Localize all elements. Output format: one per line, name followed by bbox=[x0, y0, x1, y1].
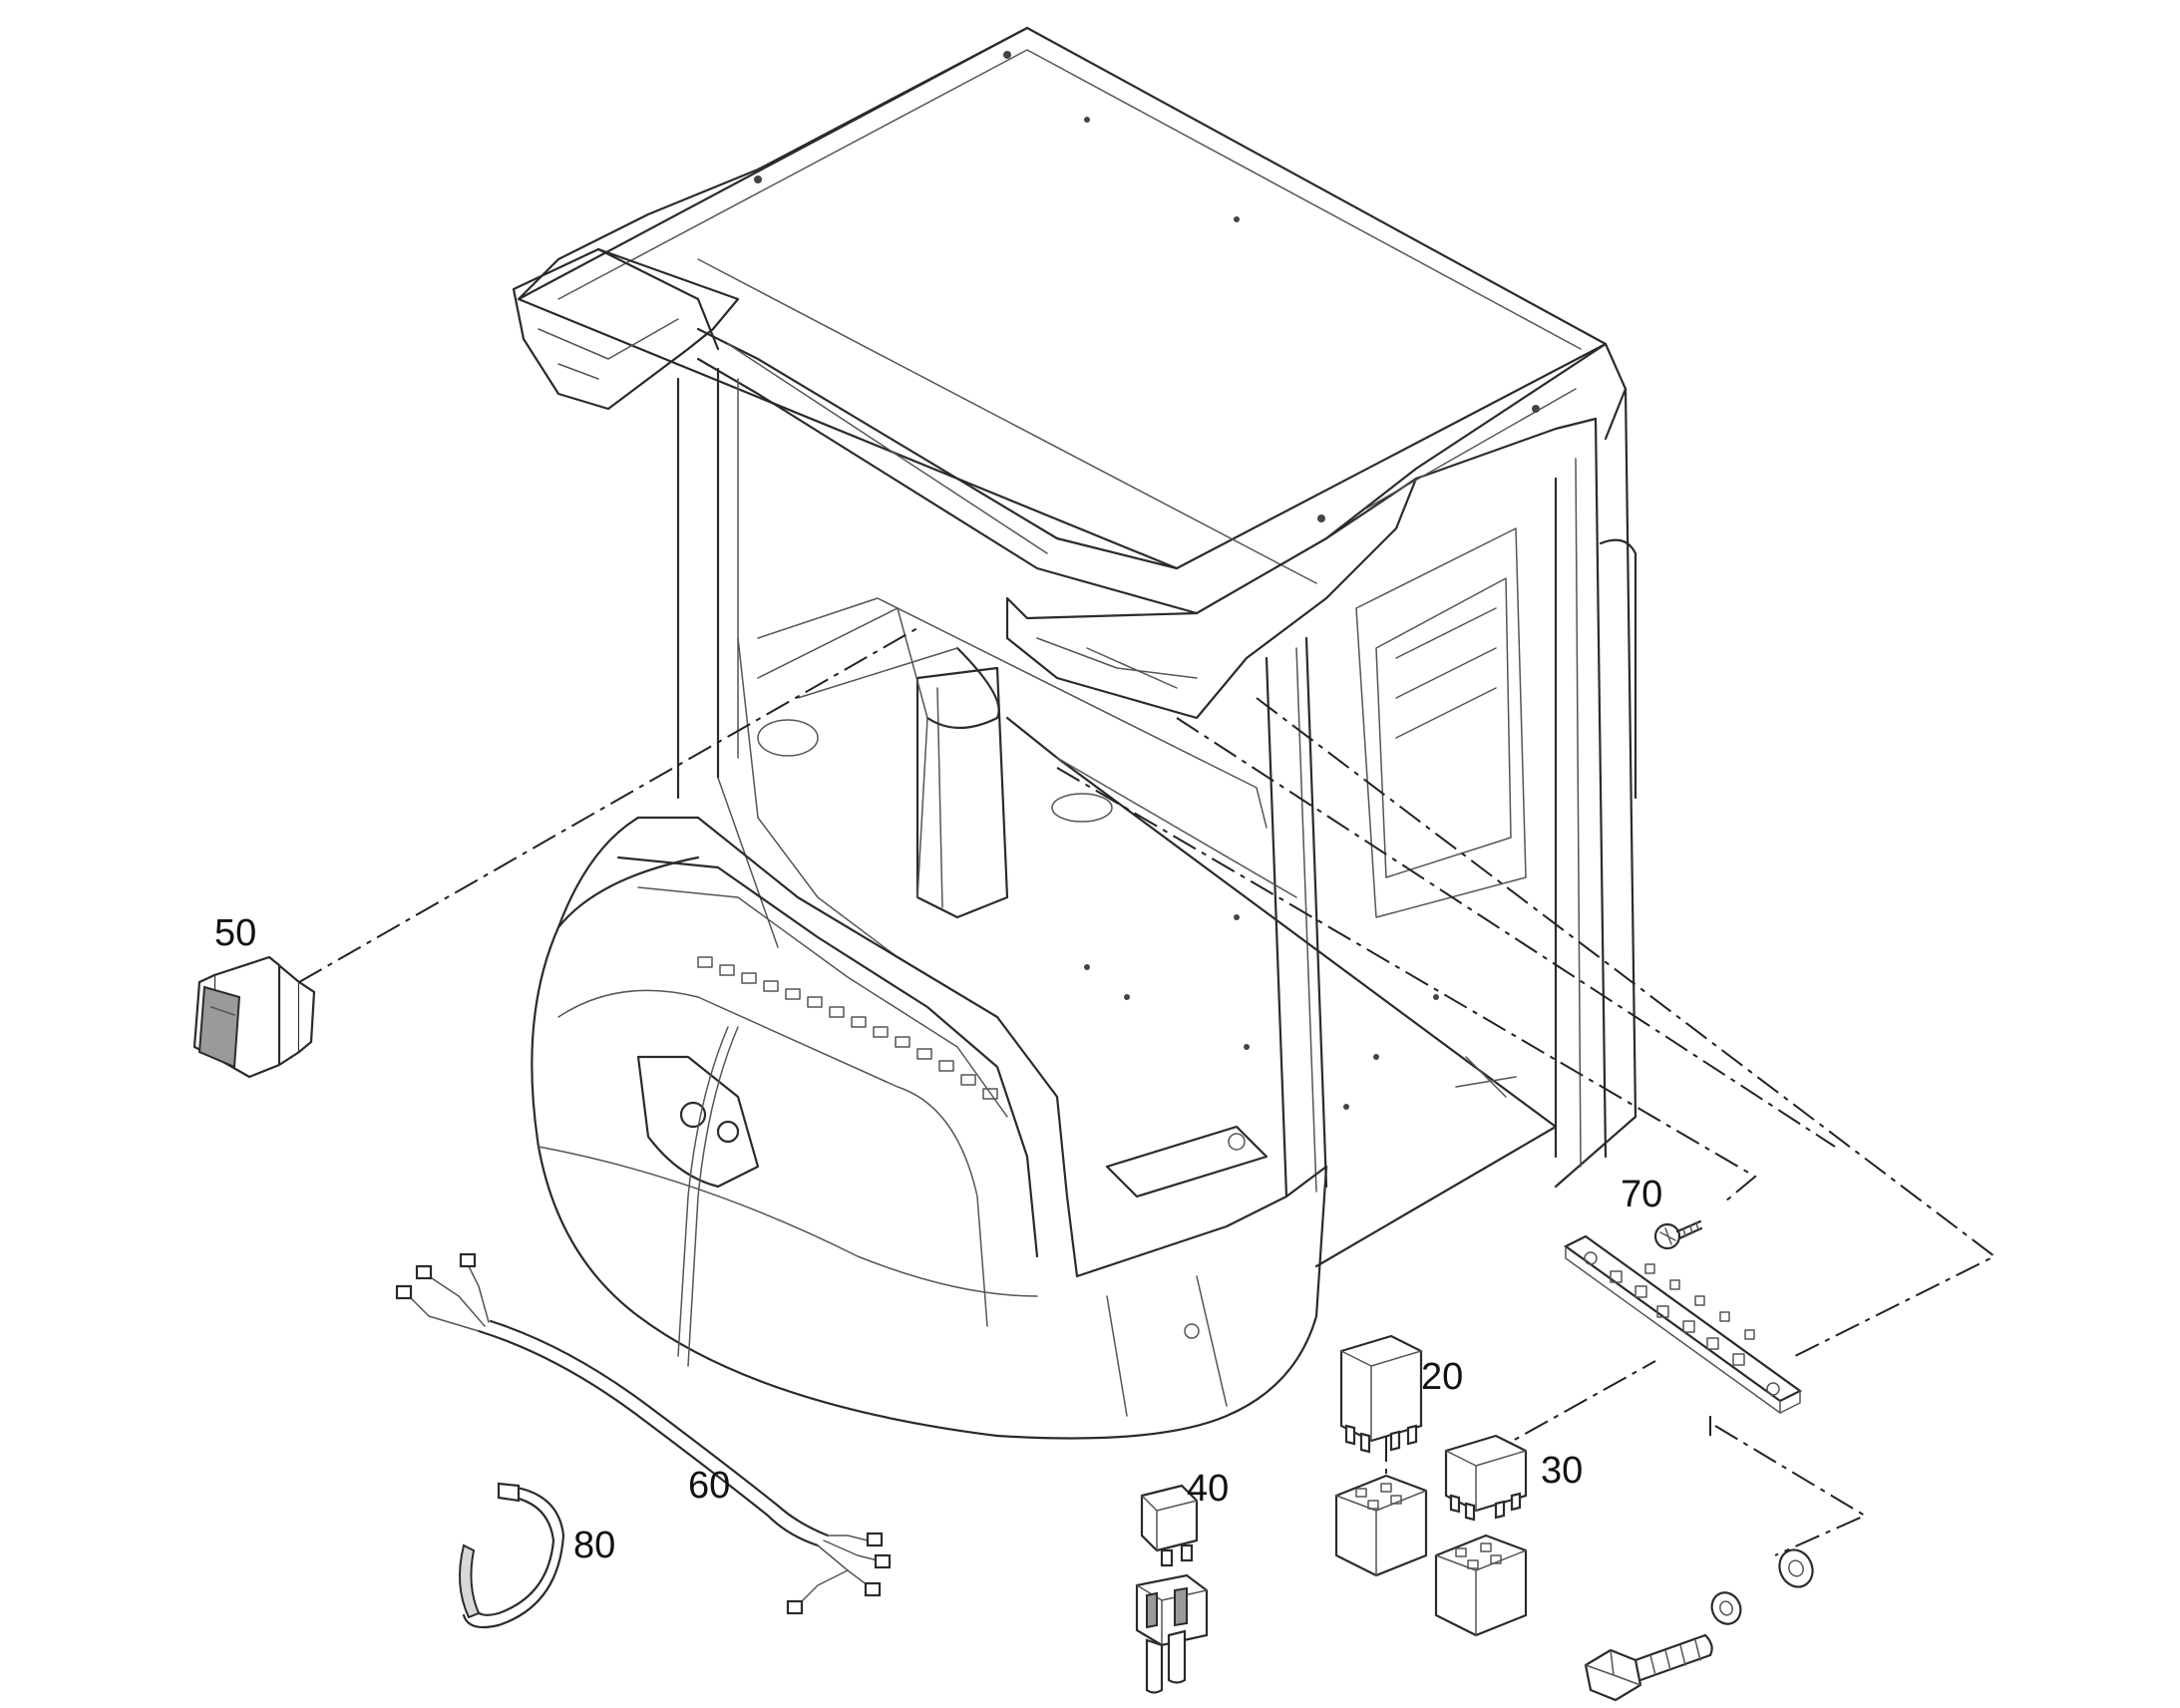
callout-40: 40 bbox=[1187, 1468, 1229, 1510]
relay-mounting-plate bbox=[1563, 1234, 1803, 1414]
rocker-switch-part-50 bbox=[192, 955, 316, 1079]
screw-part-70 bbox=[1653, 1219, 1703, 1250]
operator-cab-assembly bbox=[512, 26, 1637, 1440]
dash-slot-row bbox=[697, 956, 998, 1100]
leader-lines bbox=[298, 627, 1997, 1556]
flat-washer bbox=[1778, 1548, 1814, 1588]
cable-tie-part-80 bbox=[459, 1482, 565, 1629]
relay-part-30 bbox=[1444, 1434, 1528, 1522]
wiring-harness-part-60 bbox=[395, 1252, 892, 1615]
callout-20: 20 bbox=[1421, 1356, 1463, 1398]
callout-60: 60 bbox=[688, 1465, 730, 1507]
callout-50: 50 bbox=[214, 912, 256, 954]
callout-80: 80 bbox=[573, 1525, 615, 1566]
spring-washer bbox=[1710, 1591, 1742, 1625]
hex-bolt bbox=[1584, 1633, 1713, 1702]
blade-fuse-holder-part-40 bbox=[1135, 1573, 1209, 1694]
callout-70: 70 bbox=[1621, 1174, 1662, 1215]
relay-socket-part-30 bbox=[1434, 1534, 1528, 1637]
relay-socket-part-20 bbox=[1334, 1474, 1428, 1577]
callout-30: 30 bbox=[1541, 1450, 1583, 1492]
blade-fuse-part-40 bbox=[1140, 1484, 1199, 1567]
relay-part-20 bbox=[1339, 1334, 1423, 1454]
